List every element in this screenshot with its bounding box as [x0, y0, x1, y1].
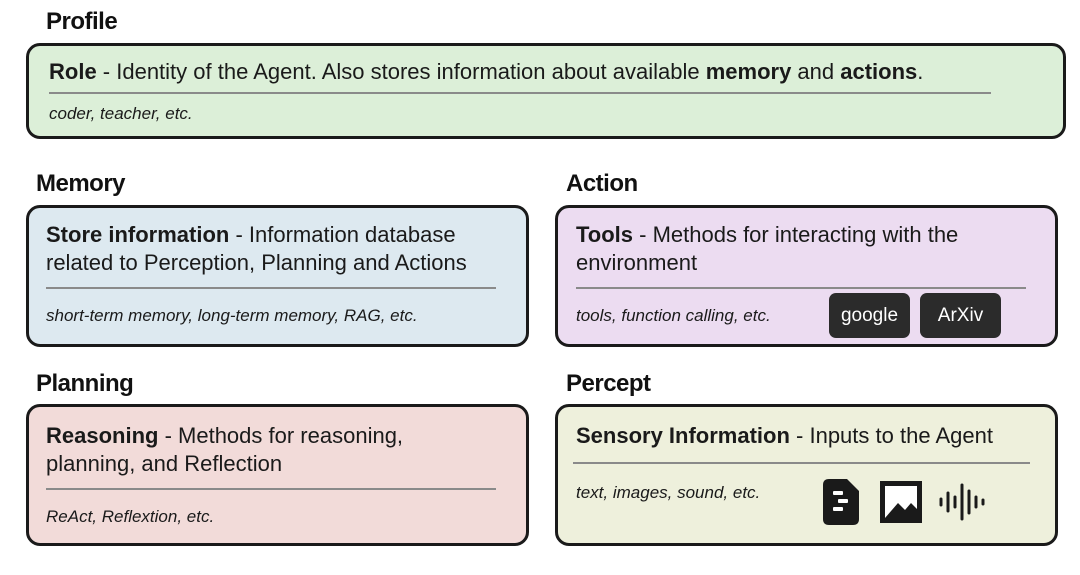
memory-title: Memory: [36, 170, 126, 197]
planning-label: Reasoning: [46, 423, 159, 448]
memory-card: Store information - Information database…: [26, 205, 529, 347]
profile-card: Role - Identity of the Agent. Also store…: [26, 43, 1066, 139]
action-description: Tools - Methods for interacting with the…: [576, 222, 959, 275]
planning-description: Reasoning - Methods for reasoning, plann…: [46, 423, 404, 476]
percept-title: Percept: [566, 370, 651, 397]
percept-card: Sensory Information - Inputs to the Agen…: [555, 404, 1058, 546]
planning-card: Reasoning - Methods for reasoning, plann…: [26, 404, 529, 546]
action-examples: tools, function calling, etc.: [576, 306, 771, 325]
action-divider: [576, 287, 1026, 289]
planning-examples: ReAct, Reflextion, etc.: [46, 507, 215, 526]
percept-examples: text, images, sound, etc.: [576, 483, 761, 502]
planning-title: Planning: [36, 370, 134, 397]
action-label: Tools: [576, 222, 634, 247]
planning-divider: [46, 488, 496, 490]
role-label: Role: [49, 59, 97, 84]
action-title: Action: [566, 170, 638, 197]
percept-description: Sensory Information - Inputs to the Agen…: [576, 423, 993, 448]
google-chip: google: [829, 293, 910, 338]
memory-description: Store information - Information database…: [46, 222, 467, 275]
profile-description: Role - Identity of the Agent. Also store…: [49, 59, 924, 84]
percept-label: Sensory Information: [576, 423, 790, 448]
memory-examples: short-term memory, long-term memory, RAG…: [46, 306, 418, 325]
percept-divider: [573, 462, 1030, 464]
action-card: Tools - Methods for interacting with the…: [555, 205, 1058, 347]
profile-examples: coder, teacher, etc.: [49, 104, 193, 123]
profile-divider: [49, 92, 991, 94]
sound-wave-icon: [939, 483, 985, 521]
arxiv-chip: ArXiv: [920, 293, 1001, 338]
memory-label: Store information: [46, 222, 230, 247]
profile-title: Profile: [46, 8, 118, 35]
memory-divider: [46, 287, 496, 289]
image-icon: [880, 481, 922, 523]
document-icon: [823, 479, 859, 525]
